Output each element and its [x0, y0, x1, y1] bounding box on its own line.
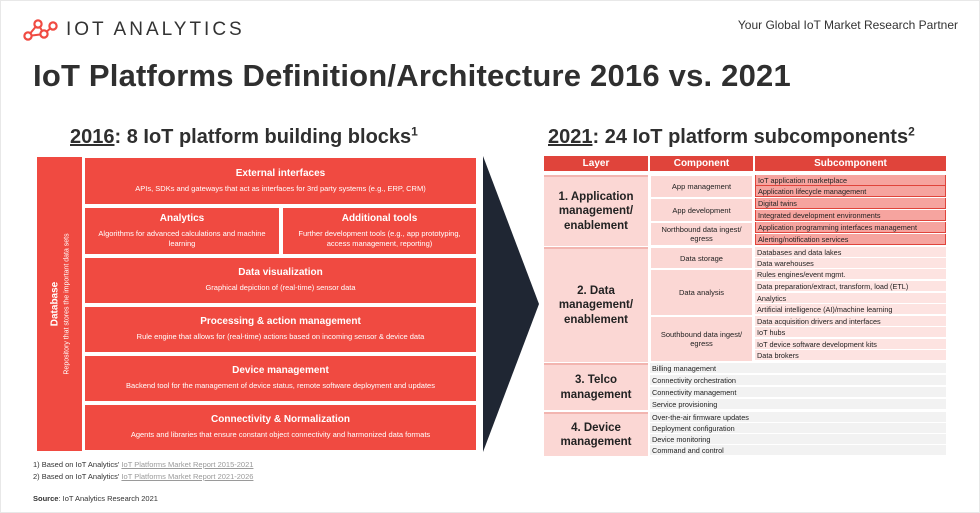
- left-heading-text: : 8 IoT platform building blocks: [114, 126, 412, 148]
- block-title: Connectivity & Normalization: [211, 414, 350, 426]
- source-line: Source: IoT Analytics Research 2021: [33, 494, 158, 503]
- database-title: Database: [49, 281, 60, 327]
- block-additional-tools: Additional tools Further development too…: [281, 206, 478, 256]
- footnote-text: 2) Based on IoT Analytics': [33, 472, 122, 481]
- iot-analytics-logo: IOT ANALYTICS: [22, 16, 245, 44]
- component-app-management: App management: [650, 175, 753, 198]
- block-processing-action-management: Processing & action management Rule engi…: [83, 305, 478, 354]
- subcomponent-row: Data preparation/extract, transform, loa…: [755, 281, 946, 292]
- page-title: IoT Platforms Definition/Architecture 20…: [33, 58, 791, 93]
- subcomponent-row: Device monitoring: [650, 434, 946, 445]
- column-header-subcomponent: Subcomponent: [755, 156, 946, 171]
- subcomponent-row: Databases and data lakes: [755, 247, 946, 258]
- subcomponent-row: Digital twins: [755, 198, 946, 209]
- building-blocks-diagram: Database Repository that stores the impo…: [36, 156, 478, 452]
- layer-device: 4. Device management: [544, 412, 648, 456]
- footnote-2: 2) Based on IoT Analytics' IoT Platforms…: [33, 472, 253, 481]
- right-heading-footnote: 2: [908, 124, 915, 139]
- subcomponent-row: Data acquisition drivers and interfaces: [755, 316, 946, 327]
- footnote-link-2015-2021[interactable]: IoT Platforms Market Report 2015-2021: [121, 460, 254, 469]
- subcomponent-row: Command and control: [650, 445, 946, 456]
- block-desc: Algorithms for advanced calculations and…: [98, 228, 266, 248]
- source-label: Source: [33, 494, 59, 503]
- block-title: Data visualization: [238, 267, 323, 279]
- footnote-text: 1) Based on IoT Analytics': [33, 460, 122, 469]
- component-data-analysis: Data analysis: [650, 269, 753, 316]
- block-device-management: Device management Backend tool for the m…: [83, 354, 478, 403]
- subcomponent-row: IoT hubs: [755, 327, 946, 338]
- database-block: Database Repository that stores the impo…: [36, 156, 83, 452]
- block-title: Processing & action management: [200, 316, 361, 328]
- left-heading-year: 2016: [70, 126, 115, 148]
- logo-text: IOT ANALYTICS: [66, 19, 245, 40]
- footnote-link-2021-2026[interactable]: IoT Platforms Market Report 2021-2026: [121, 472, 254, 481]
- left-heading: 2016: 8 IoT platform building blocks1: [70, 124, 418, 149]
- tagline: Your Global IoT Market Research Partner: [737, 18, 958, 32]
- transition-arrow-icon: [483, 156, 539, 452]
- layer-data: 2. Data management/ enablement: [544, 247, 648, 362]
- block-title: External interfaces: [235, 167, 326, 179]
- subcomponent-row: Billing management: [650, 363, 946, 374]
- subcomponent-row: Integrated development environments: [755, 210, 946, 221]
- database-desc: Repository that stores the important dat…: [63, 233, 70, 375]
- subcomponent-row: Analytics: [755, 293, 946, 304]
- subcomponent-row: IoT application marketplace: [755, 175, 946, 186]
- subcomponent-row: Connectivity orchestration: [650, 375, 946, 386]
- subcomponent-row: Rules engines/event mgmt.: [755, 269, 946, 280]
- component-app-development: App development: [650, 198, 753, 222]
- block-title: Analytics: [159, 212, 205, 224]
- block-external-interfaces: External interfaces APIs, SDKs and gatew…: [83, 156, 478, 206]
- block-desc: Rule engine that allows for (real-time) …: [136, 332, 425, 342]
- block-desc: Graphical depiction of (real-time) senso…: [205, 283, 356, 293]
- block-desc: Backend tool for the management of devic…: [126, 381, 435, 391]
- right-heading-text: : 24 IoT platform subcomponents: [592, 126, 909, 148]
- column-header-layer: Layer: [544, 156, 648, 171]
- layer-telco: 3. Telco management: [544, 363, 648, 410]
- subcomponent-row: Artificial intelligence (AI)/machine lea…: [755, 304, 946, 315]
- subcomponent-row: Service provisioning: [650, 399, 946, 410]
- block-title: Additional tools: [341, 212, 418, 224]
- layer-application: 1. Application management/ enablement: [544, 175, 648, 246]
- subcomponent-row: Deployment configuration: [650, 423, 946, 434]
- block-desc: Agents and libraries that ensure constan…: [130, 430, 431, 440]
- right-heading-year: 2021: [548, 126, 593, 148]
- component-southbound-ingest: Southbound data ingest/ egress: [650, 316, 753, 362]
- network-logo-icon: [23, 19, 58, 41]
- block-desc: Further development tools (e.g., app pro…: [298, 228, 461, 248]
- block-analytics: Analytics Algorithms for advanced calcul…: [83, 206, 281, 256]
- subcomponent-row: Data warehouses: [755, 258, 946, 269]
- component-data-storage: Data storage: [650, 247, 753, 269]
- block-desc: APIs, SDKs and gateways that act as inte…: [135, 183, 426, 193]
- right-heading: 2021: 24 IoT platform subcomponents2: [548, 124, 915, 149]
- subcomponent-row: Application lifecycle management: [755, 186, 946, 197]
- subcomponent-row: Over-the-air firmware updates: [650, 412, 946, 423]
- left-heading-footnote: 1: [411, 124, 418, 139]
- component-northbound-ingest: Northbound data ingest/ egress: [650, 222, 753, 246]
- block-data-visualization: Data visualization Graphical depiction o…: [83, 256, 478, 305]
- subcomponent-row: IoT device software development kits: [755, 339, 946, 350]
- block-title: Device management: [232, 365, 329, 377]
- subcomponent-row: Connectivity management: [650, 387, 946, 398]
- column-header-component: Component: [650, 156, 753, 171]
- subcomponent-row: Data brokers: [755, 350, 946, 361]
- block-connectivity-normalization: Connectivity & Normalization Agents and …: [83, 403, 478, 452]
- subcomponent-row: Application programming interfaces manag…: [755, 222, 946, 233]
- subcomponent-row: Alerting/notification services: [755, 234, 946, 245]
- source-text: : IoT Analytics Research 2021: [58, 494, 158, 503]
- footnote-1: 1) Based on IoT Analytics' IoT Platforms…: [33, 460, 253, 469]
